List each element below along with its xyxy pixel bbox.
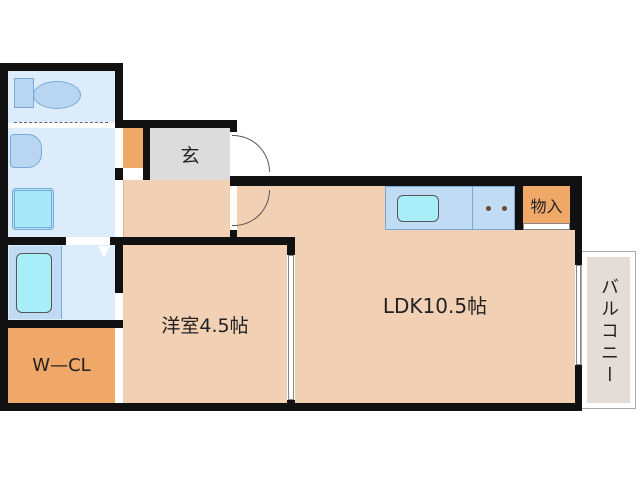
walk-in-closet: W—CL xyxy=(8,328,115,403)
balcony xyxy=(581,251,636,409)
wall xyxy=(0,403,582,411)
storage-closet: 物入 xyxy=(523,186,570,223)
front-door[interactable] xyxy=(232,135,270,172)
bathroom-door-icon[interactable] xyxy=(98,246,110,258)
storage-label: 物入 xyxy=(530,196,563,216)
counter-divider xyxy=(472,186,473,230)
stove-burner-icon xyxy=(502,206,507,211)
genkan-label: 玄 xyxy=(180,144,200,167)
western-room-label: 洋室4.5帖 xyxy=(161,314,249,337)
sink-icon xyxy=(397,195,439,222)
closet-door-icon[interactable] xyxy=(116,385,123,403)
wall xyxy=(575,365,582,411)
ldk-label: LDK10.5帖 xyxy=(382,294,488,318)
toilet-door[interactable] xyxy=(14,122,108,126)
window xyxy=(288,255,294,400)
storage-door[interactable] xyxy=(523,223,570,230)
shoe-closet xyxy=(123,128,143,168)
wall xyxy=(0,320,123,328)
wall xyxy=(115,245,123,293)
wall xyxy=(230,230,237,238)
wcl-label: W—CL xyxy=(32,355,91,376)
wall xyxy=(515,186,523,230)
wall xyxy=(230,120,237,132)
hallway xyxy=(123,180,230,237)
balcony-label: バルコニー xyxy=(598,277,619,387)
wall xyxy=(0,237,66,245)
wall xyxy=(115,168,123,180)
washbasin-icon xyxy=(10,134,42,168)
wall xyxy=(110,237,295,245)
wall xyxy=(287,237,295,255)
wall xyxy=(575,176,582,265)
genkan: 玄 xyxy=(150,128,230,180)
washing-machine-icon xyxy=(12,188,54,230)
window xyxy=(576,265,581,365)
wall xyxy=(115,63,123,128)
wall xyxy=(115,120,237,128)
western-room: 洋室4.5帖 xyxy=(123,245,287,403)
wall xyxy=(143,128,150,180)
stove-burner-icon xyxy=(486,206,491,211)
toilet-tank-icon xyxy=(14,78,34,108)
wall xyxy=(0,63,123,71)
bathtub-basin-icon xyxy=(16,253,52,313)
toilet-bowl-icon xyxy=(33,81,81,109)
wall xyxy=(230,176,582,186)
